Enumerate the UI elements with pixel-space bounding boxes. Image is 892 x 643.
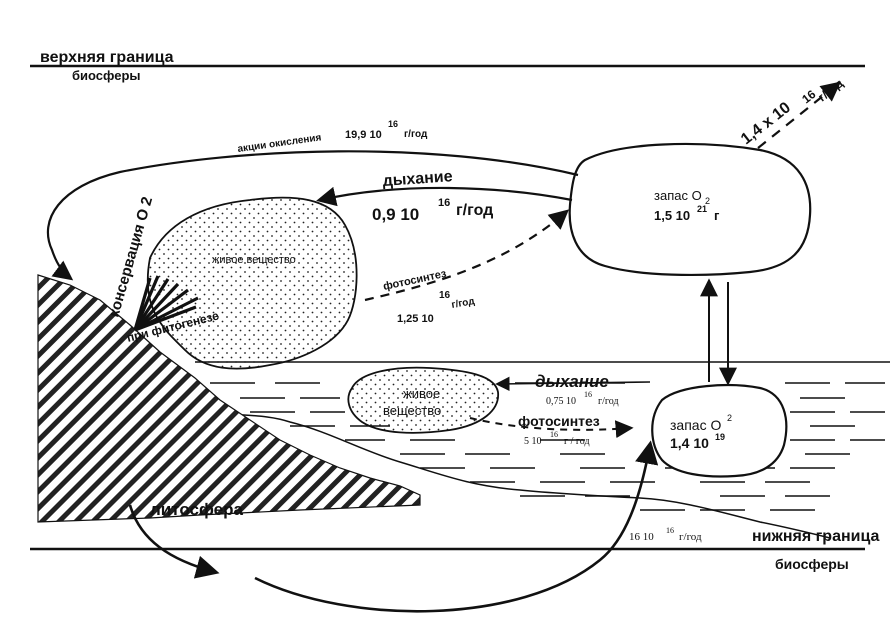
deep-flow-arrow-2 — [254, 440, 659, 613]
sea-floor-line — [194, 407, 831, 539]
o2-reserve-air-title: запас О — [654, 188, 702, 203]
photosynthesis-land-unit: г/год — [451, 296, 476, 311]
photosynthesis-land-exponent: 16 — [439, 290, 451, 301]
respiration-land-unit: г/год — [456, 202, 493, 219]
escape-value: 1,4 х 10 — [738, 99, 794, 148]
oxidation-value: 19,9 10 — [345, 129, 382, 141]
living-matter-land-blob — [146, 196, 358, 370]
respiration-sea-exponent: 16 — [584, 390, 592, 399]
upper-boundary-label-2: биосферы — [72, 68, 141, 83]
upper-boundary-label-1: верхняя граница — [40, 49, 174, 66]
o2-reserve-air-exponent: 21 — [697, 204, 707, 214]
o2-reserve-sea-value: 1,4 10 — [670, 435, 709, 451]
respiration-sea-arrow — [495, 376, 651, 392]
respiration-sea-unit: г/год — [598, 396, 619, 407]
living-matter-land-label: живое вещество — [212, 254, 296, 266]
deep-flow-arrow-1 — [128, 504, 220, 579]
o2-reserve-sea-blob — [651, 384, 788, 478]
o2-reserve-air-subscript: 2 — [705, 196, 710, 206]
living-matter-sea-label-2: вещество — [383, 403, 441, 418]
escape-unit: г/год — [815, 76, 846, 104]
respiration-land-value: 0,9 10 — [372, 205, 419, 224]
photosynthesis-land-value: 1,25 10 — [397, 313, 434, 325]
oxidation-arrow — [46, 150, 579, 281]
respiration-land-label: дыхание — [382, 168, 453, 190]
photosynthesis-sea-unit: г / год — [564, 436, 590, 447]
deep-flow-unit: г/год — [679, 531, 702, 543]
deep-flow-exponent: 16 — [666, 526, 674, 535]
oxidation-unit: г/год — [404, 129, 428, 140]
deep-flow-value: 16 10 — [629, 531, 654, 543]
escape-exponent: 16 — [799, 87, 818, 106]
conservation-fan — [133, 275, 199, 332]
photosynthesis-sea-arrow — [469, 417, 634, 439]
respiration-land-exponent: 16 — [438, 197, 450, 209]
o2-reserve-sea-superscript: 2 — [727, 413, 732, 423]
o2-reserve-air-blob — [568, 142, 812, 277]
o2-reserve-sea-exponent: 19 — [715, 432, 725, 442]
respiration-sea-label: дыхание — [535, 372, 609, 391]
oxidation-exponent: 16 — [388, 119, 398, 129]
o2-reserve-sea-title: запас О — [670, 417, 721, 433]
respiration-land-arrow — [316, 186, 573, 207]
lower-boundary-label-1: нижняя граница — [752, 528, 879, 545]
o2-reserve-air-unit: г — [714, 208, 720, 223]
photosynthesis-sea-value: 5 10 — [524, 436, 542, 447]
living-matter-sea-label-1: живое — [403, 386, 440, 401]
lower-boundary-label-2: биосферы — [775, 556, 849, 572]
o2-reserve-air-value: 1,5 10 — [654, 208, 690, 223]
photosynthesis-sea-label: фотосинтез — [518, 413, 600, 429]
respiration-sea-value: 0,75 10 — [546, 396, 576, 407]
living-matter-sea-blob — [347, 366, 499, 434]
photosynthesis-sea-exponent: 16 — [550, 430, 558, 439]
lithosphere-label: литосфера — [150, 500, 243, 519]
